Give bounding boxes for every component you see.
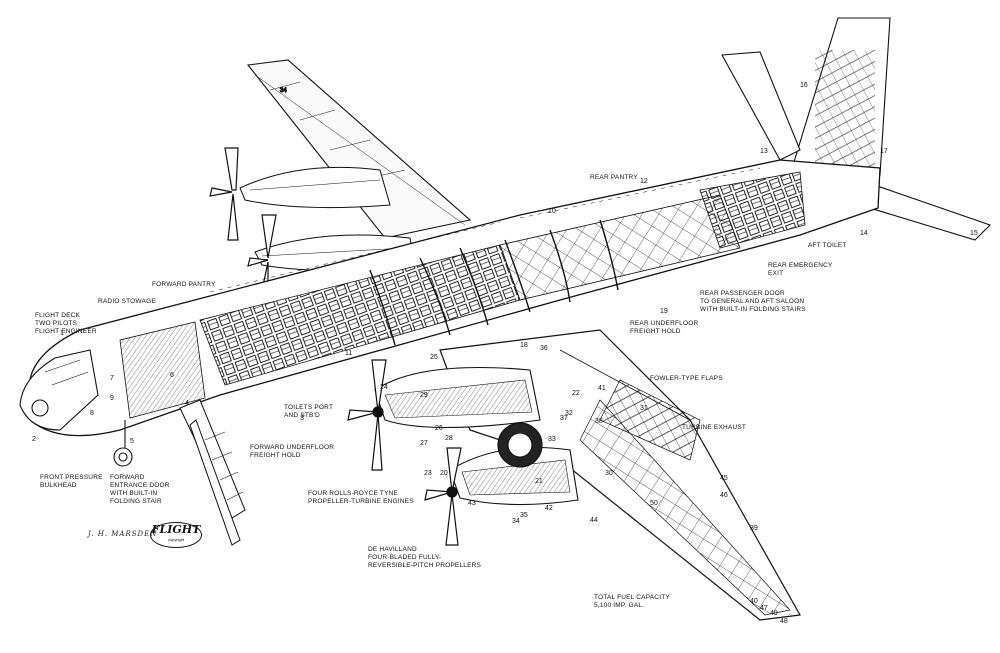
- callout-number: 43: [468, 500, 476, 507]
- callout-number: 37: [560, 415, 568, 422]
- callout-number: 14: [860, 230, 868, 237]
- label-rear-emergency-exit: REAR EMERGENCY EXIT: [768, 262, 833, 277]
- label-fuel-capacity: TOTAL FUEL CAPACITY 5,100 Imp. gal.: [594, 594, 670, 609]
- nose-gear: [113, 420, 133, 467]
- callout-number: 10: [548, 208, 556, 215]
- callout-number: 48: [780, 618, 788, 625]
- callout-number: 23: [424, 470, 432, 477]
- callout-number: 47: [760, 605, 768, 612]
- tail-fin: [789, 17, 891, 176]
- label-forward-pantry: FORWARD PANTRY: [152, 281, 216, 288]
- label-radio-stowage: RADIO STOWAGE: [98, 298, 156, 305]
- forward-stair: [179, 399, 246, 546]
- callout-number: 32: [565, 410, 573, 417]
- label-fowler-flaps: FOWLER-TYPE FLAPS: [650, 375, 723, 382]
- callout-number: 34: [512, 518, 520, 525]
- label-rear-pantry: REAR PANTRY: [590, 174, 638, 181]
- callout-number: 49: [770, 610, 778, 617]
- callout-number: 25: [430, 354, 438, 361]
- callout-number: 35: [520, 512, 528, 519]
- callout-number: 8: [90, 410, 94, 417]
- callout-number: 39: [750, 525, 758, 532]
- label-rear-freight-hold: REAR UNDERFLOOR FREIGHT HOLD: [630, 320, 699, 335]
- callout-number: 9: [110, 395, 114, 402]
- callout-number: 26: [435, 425, 443, 432]
- starboard-engines: [374, 366, 579, 506]
- callout-number: 20: [440, 470, 448, 477]
- callout-number: 2: [32, 436, 36, 443]
- fuselage: [29, 159, 881, 437]
- callout-number: 21: [535, 478, 543, 485]
- port-propellers: [209, 147, 277, 301]
- callout-number: 17: [880, 148, 888, 155]
- label-flight-deck: FLIGHT DECK TWO PILOTS FLIGHT ENGINEER: [35, 312, 97, 335]
- label-forward-freight-hold: FORWARD UNDERFLOOR FREIGHT HOLD: [250, 444, 335, 459]
- label-engines: FOUR ROLLS-ROYCE TYNE PROPELLER-TURBINE …: [308, 490, 414, 505]
- callout-number: 36: [540, 345, 548, 352]
- label-forward-entrance-door: FORWARD ENTRANCE DOOR WITH BUILT-IN FOLD…: [110, 474, 170, 505]
- callout-number: 31: [640, 405, 648, 412]
- callout-number: 15: [970, 230, 978, 237]
- callout-number: 28: [445, 435, 453, 442]
- port-wing: 34: [246, 59, 472, 239]
- flight-logo: FLIGHT copyright: [150, 522, 202, 548]
- svg-text:34: 34: [280, 88, 287, 94]
- callout-number: 22: [572, 390, 580, 397]
- callout-number: 7: [110, 375, 114, 382]
- callout-number: 42: [545, 505, 553, 512]
- starboard-propellers: [347, 359, 462, 546]
- cockpit-nose: [19, 349, 99, 431]
- callout-number: 33: [548, 436, 556, 443]
- callout-number: 16: [800, 82, 808, 89]
- callout-number: 12: [640, 178, 648, 185]
- label-rear-passenger-door: REAR PASSENGER DOOR TO GENERAL AND AFT S…: [700, 290, 806, 313]
- callout-number: 40: [750, 598, 758, 605]
- callout-number: 41: [598, 385, 606, 392]
- label-propellers: DE HAVILLAND FOUR-BLADED FULLY- REVERSIB…: [368, 546, 482, 569]
- callout-number: 19: [660, 308, 668, 315]
- callout-number: 3: [300, 415, 304, 422]
- label-toilets: TOILETS PORT AND STB'D: [284, 404, 334, 419]
- callout-number: 45: [720, 475, 728, 482]
- label-turbine-exhaust: TURBINE EXHAUST: [682, 424, 747, 431]
- callout-number: 46: [720, 492, 728, 499]
- callout-number: 18: [520, 342, 528, 349]
- callout-number: 38: [595, 418, 603, 425]
- callout-number: 50: [650, 500, 658, 507]
- callout-number: 27: [420, 440, 428, 447]
- callout-number: 1: [60, 330, 64, 337]
- label-front-pressure-bulkhead: FRONT PRESSURE BULKHEAD: [40, 474, 103, 489]
- callout-number: 5: [130, 438, 134, 445]
- callout-number: 13: [760, 148, 768, 155]
- callout-number: 44: [590, 517, 598, 524]
- label-aft-toilet: AFT TOILET: [808, 242, 847, 249]
- callout-number: 4: [185, 400, 189, 407]
- callout-number: 11: [345, 350, 353, 357]
- callout-number: 29: [420, 392, 428, 399]
- callout-number: 30: [605, 470, 613, 477]
- callout-number: 24: [380, 384, 388, 391]
- callout-number: 6: [170, 372, 174, 379]
- artist-signature: J. H. MARSDEN: [88, 530, 158, 538]
